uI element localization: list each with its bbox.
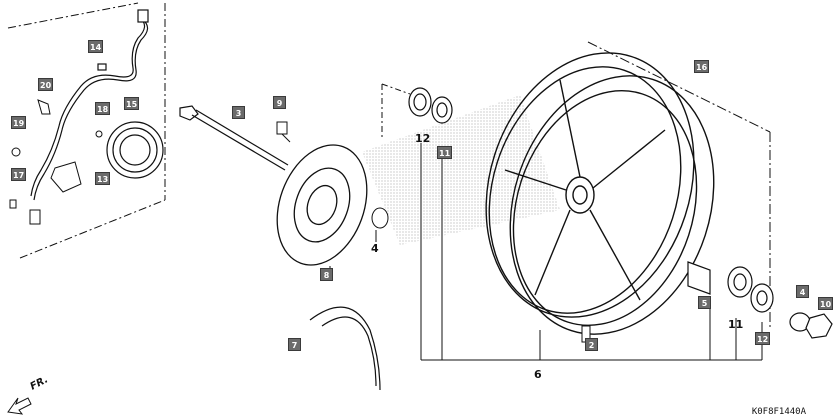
hub-dotted-region <box>362 95 560 245</box>
callout-12-right: 12 <box>755 332 771 345</box>
callout-4-left: 4 <box>371 242 379 255</box>
pulser-ring <box>106 121 164 179</box>
right-spacer-bearings <box>687 261 833 339</box>
callout-18: 18 <box>95 102 111 115</box>
callout-7: 7 <box>288 338 301 351</box>
cable-clamps <box>9 99 103 225</box>
front-axle <box>179 105 289 171</box>
callout-11-right: 11 <box>728 318 744 331</box>
callout-2: 2 <box>585 338 598 351</box>
callout-17: 17 <box>11 168 27 181</box>
abs-sensor-cable <box>30 9 149 201</box>
callout-4-right: 4 <box>796 285 809 298</box>
callout-10: 10 <box>818 297 834 310</box>
callout-9: 9 <box>273 96 286 109</box>
callout-14: 14 <box>88 40 104 53</box>
left-bearing-seal <box>408 87 453 124</box>
callout-20: 20 <box>38 78 54 91</box>
callout-19: 19 <box>11 116 27 129</box>
callout-15: 15 <box>124 97 140 110</box>
front-wheel <box>485 52 715 335</box>
front-direction-arrow <box>7 397 32 415</box>
callout-3: 3 <box>232 106 245 119</box>
drawing-code: K0F8F1440A <box>751 407 806 417</box>
callout-12-left: 12 <box>415 132 431 145</box>
leader-lines <box>329 143 763 361</box>
callout-11-left: 11 <box>437 146 453 159</box>
callout-8: 8 <box>320 268 333 281</box>
side-collar <box>371 207 389 229</box>
bolt-9 <box>276 121 291 143</box>
abs-sensor-panel <box>7 2 166 259</box>
fender-piece <box>309 306 381 391</box>
callout-13: 13 <box>95 172 111 185</box>
callout-16: 16 <box>694 60 710 73</box>
callout-5: 5 <box>698 296 711 309</box>
callout-6: 6 <box>534 368 542 381</box>
brake-disc <box>276 144 368 266</box>
